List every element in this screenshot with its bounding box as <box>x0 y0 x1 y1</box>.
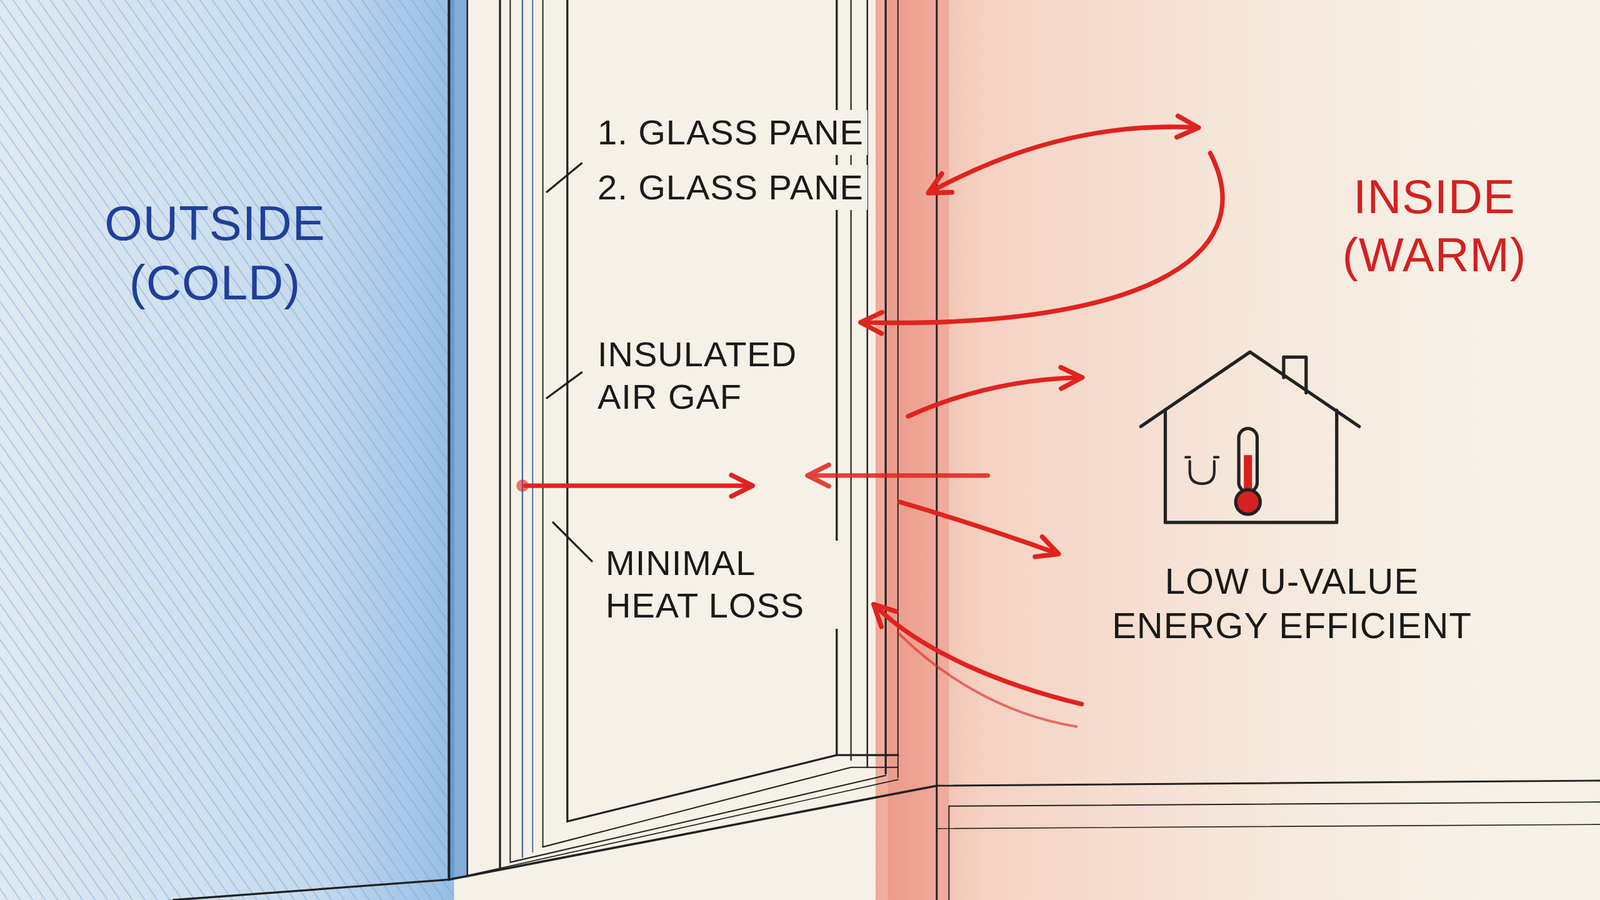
label-holder: INSIDE (WARM) <box>1290 168 1579 284</box>
warm-edge <box>887 0 949 900</box>
note-label: MINIMAL HEAT LOSS <box>601 540 840 629</box>
label-holder: LOW U-VALUE ENERGY EFFICIENT <box>1091 559 1492 649</box>
label-holder: 2. GLASS PANE <box>593 165 868 210</box>
part-label: INSULATED AIR GAF <box>593 331 832 420</box>
label-holder: OUTSIDE (COLD) <box>71 193 359 313</box>
region-label: INSIDE (WARM) <box>1290 168 1579 284</box>
window-frame <box>173 0 1600 900</box>
region-label: OUTSIDE (COLD) <box>71 193 359 313</box>
label-holder: 1. GLASS PANE <box>593 110 868 155</box>
cold-region <box>0 0 455 900</box>
leader-lines <box>546 163 592 562</box>
note-label: LOW U-VALUE ENERGY EFFICIENT <box>1091 559 1492 649</box>
label-holder: INSULATED AIR GAF <box>593 331 832 420</box>
label-holder: MINIMAL HEAT LOSS <box>601 540 840 629</box>
house-icon <box>1140 351 1359 523</box>
warm-region <box>875 0 1600 900</box>
part-label: 1. GLASS PANE <box>593 110 868 155</box>
cold-edge <box>448 0 467 878</box>
part-label: 2. GLASS PANE <box>593 165 868 210</box>
cold-hatching <box>0 0 455 900</box>
